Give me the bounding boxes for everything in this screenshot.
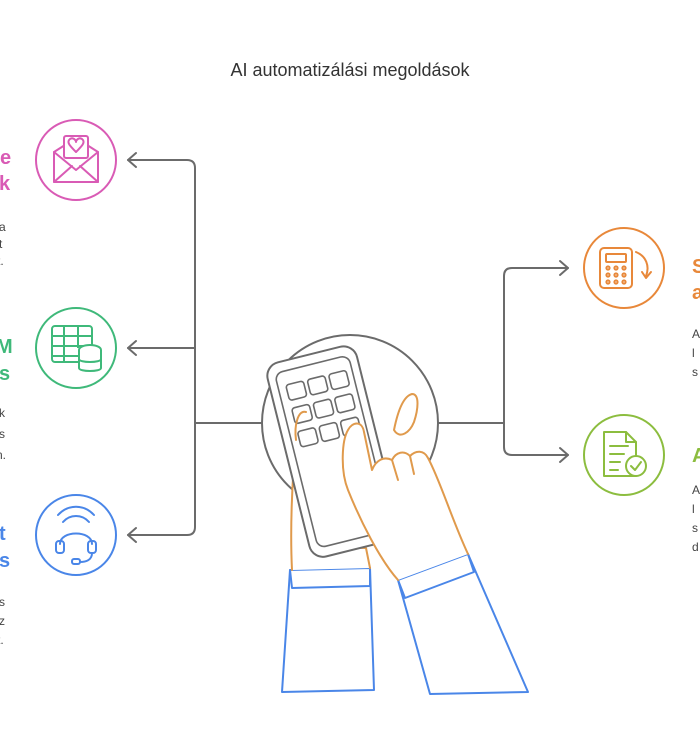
- right-item-2-desc-line-3: s: [692, 521, 698, 535]
- document-check-icon: [603, 431, 647, 477]
- connector-left-top: [127, 159, 196, 424]
- connector-right-bottom: [503, 422, 569, 456]
- support-icon-circle: [35, 494, 117, 576]
- left-item-2-desc-line-3: n.: [0, 448, 6, 462]
- phone-keypad: [285, 369, 362, 448]
- left-item-2: M s k s n.: [0, 307, 117, 462]
- marketing-icon-circle: [35, 119, 117, 201]
- left-item-1-desc-line-3: t.: [0, 254, 4, 268]
- connector-right-top: [503, 267, 569, 424]
- left-item-2-desc-line-1: k: [0, 406, 6, 420]
- right-thumb: [393, 393, 419, 436]
- headset-icon: [55, 505, 97, 565]
- left-item-3-desc-line-3: t.: [0, 633, 4, 647]
- finance-icon-circle: [583, 227, 665, 309]
- left-item-1-label-line-1: e: [0, 147, 11, 169]
- arrowhead-left-bottom: [127, 527, 137, 543]
- docs-icon-circle: [583, 414, 665, 496]
- right-item-1-desc-line-2: l: [692, 346, 695, 360]
- right-item-1-label-line-1: S: [692, 256, 700, 278]
- arrowhead-right-bottom: [559, 447, 569, 463]
- left-item-2-label-line-2: s: [0, 363, 10, 385]
- left-item-3: t s s z t.: [0, 494, 117, 647]
- left-item-1-desc-line-1: a: [0, 220, 6, 234]
- left-item-3-label-line-1: t: [0, 523, 6, 545]
- right-item-2-desc-line-2: l: [692, 502, 695, 516]
- right-item-1-desc-line-1: A: [692, 327, 700, 341]
- right-hand: [341, 422, 469, 581]
- connector-lines: [127, 152, 569, 543]
- spreadsheet-database-icon: [51, 325, 102, 372]
- left-cuff: [289, 567, 371, 589]
- arrowhead-left-mid: [127, 340, 137, 356]
- right-item-2-desc-line-1: A: [692, 483, 700, 497]
- arrowhead-left-top: [127, 152, 137, 168]
- right-item-1-label-line-2: a: [692, 282, 700, 304]
- left-item-2-desc-line-2: s: [0, 427, 5, 441]
- right-sleeve: [397, 553, 529, 695]
- left-item-3-label-line-2: s: [0, 550, 10, 572]
- arrowhead-right-top: [559, 260, 569, 276]
- crm-icon-circle: [35, 307, 117, 389]
- right-item-1: S a A l s: [583, 227, 700, 379]
- right-cuff: [397, 553, 475, 599]
- right-item-2: A A l s d: [583, 414, 700, 554]
- right-finger-lines: [391, 455, 415, 481]
- phone-screen: [275, 355, 391, 548]
- left-item-3-desc-line-2: z: [0, 614, 5, 628]
- mail-heart-icon: [53, 135, 99, 183]
- left-item-2-label-line-1: M: [0, 336, 13, 358]
- left-item-3-desc-line-1: s: [0, 595, 5, 609]
- right-item-2-desc-line-4: d: [692, 540, 699, 554]
- left-item-1-desc-line-2: t: [0, 237, 3, 251]
- hand-tapping-phone-icon: [266, 345, 529, 695]
- left-item-1-label-line-2: k: [0, 173, 11, 195]
- connector-left-bottom: [127, 422, 196, 536]
- right-item-2-label-line-1: A: [692, 445, 700, 467]
- right-item-1-desc-line-3: s: [692, 365, 698, 379]
- calculator-refresh-icon: [599, 247, 652, 289]
- left-item-1: e k a t t.: [0, 119, 117, 268]
- left-thumb: [294, 410, 307, 441]
- diagram-title: AI automatizálási megoldások: [230, 60, 470, 80]
